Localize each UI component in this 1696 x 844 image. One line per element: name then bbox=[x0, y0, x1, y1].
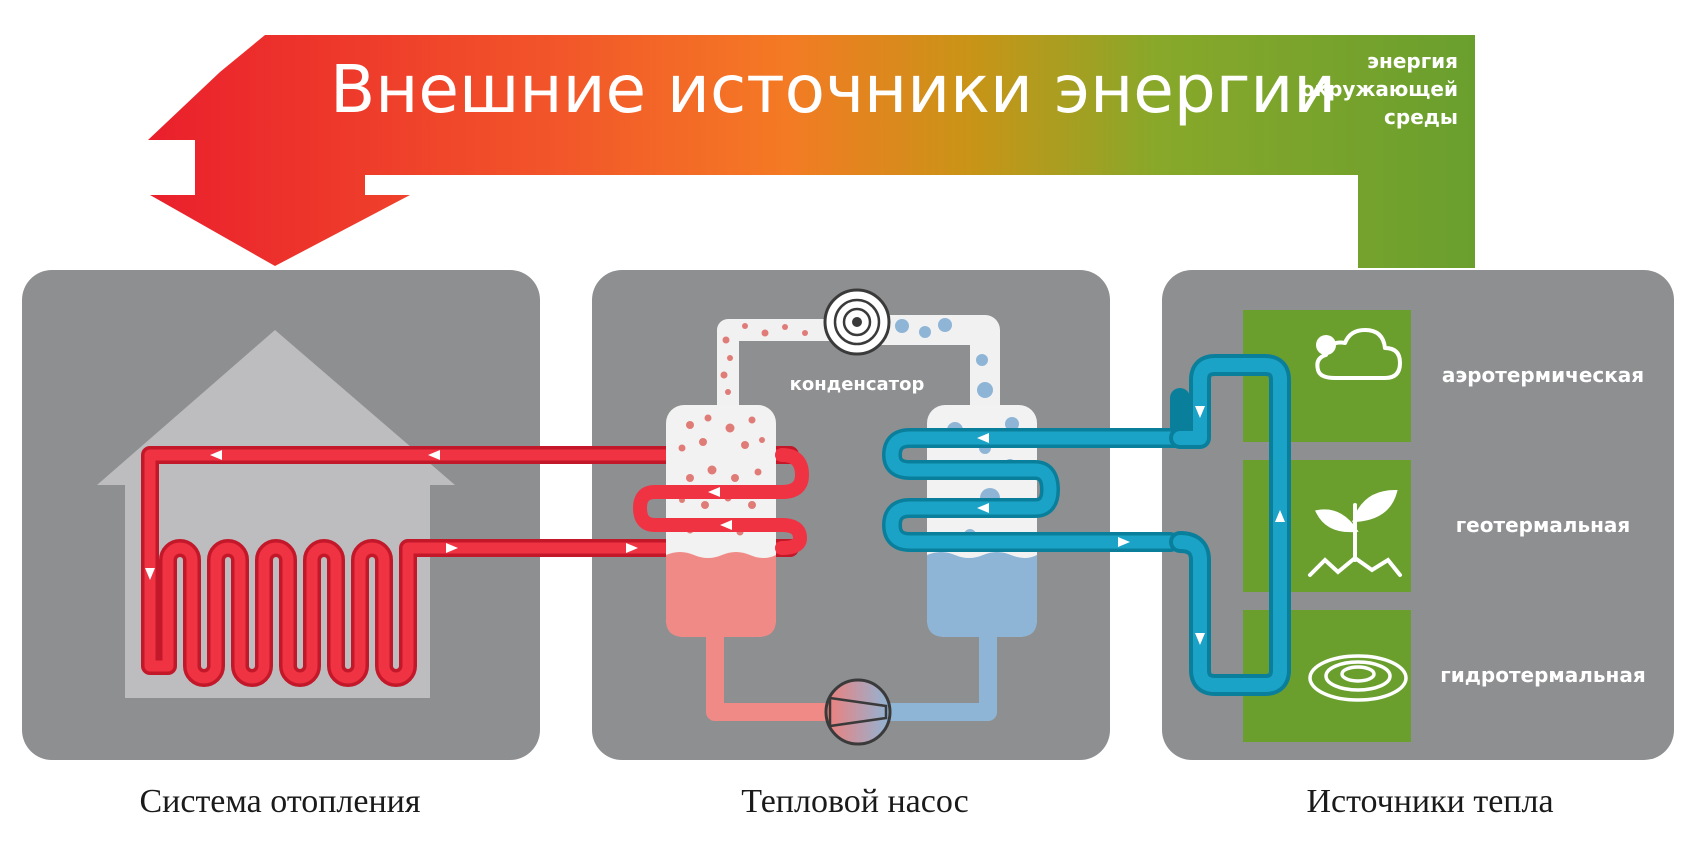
condenser-label: конденсатор bbox=[790, 374, 925, 395]
source-label-geo: геотермальная bbox=[1456, 513, 1631, 537]
sprout-icon bbox=[1308, 489, 1402, 577]
cold-source-loop bbox=[977, 354, 1291, 696]
condenser-coil bbox=[632, 448, 810, 555]
source-tile-geo bbox=[1243, 460, 1411, 592]
banner-title: Внешние источники энергии bbox=[330, 51, 1336, 128]
cloud-icon bbox=[1315, 328, 1402, 380]
energy-flow-arrow bbox=[148, 35, 1475, 268]
caption-heat-pump: Тепловой насос bbox=[741, 783, 969, 820]
expansion-valve-icon bbox=[823, 288, 891, 356]
energy-flow-banner: Внешние источники энергии энергия окружа… bbox=[148, 35, 1475, 268]
env-energy-line-3: среды bbox=[1384, 105, 1458, 129]
caption-heating-system: Система отопления bbox=[139, 783, 420, 820]
source-label-hydro: гидротермальная bbox=[1440, 663, 1645, 687]
liquid-hot-line bbox=[706, 625, 835, 721]
heat-pump-circuit: конденсатор bbox=[632, 288, 1205, 746]
cold-flow-arrows bbox=[977, 406, 1285, 645]
liquid-cold-line bbox=[882, 625, 997, 721]
source-label-aero: аэротермическая bbox=[1442, 363, 1644, 387]
hot-gas-line bbox=[717, 319, 835, 418]
hot-bubbles bbox=[678, 323, 808, 536]
water-ripple-icon bbox=[1308, 654, 1408, 702]
compressor-icon bbox=[824, 678, 892, 746]
env-energy-line-2: окружающей bbox=[1301, 77, 1458, 101]
condenser-flow-arrows bbox=[708, 487, 732, 530]
hot-flow-arrows bbox=[145, 450, 638, 580]
env-energy-line-1: энергия bbox=[1367, 49, 1458, 73]
hot-pipe-circuit bbox=[141, 446, 799, 687]
caption-heat-sources: Источники тепла bbox=[1306, 783, 1553, 820]
